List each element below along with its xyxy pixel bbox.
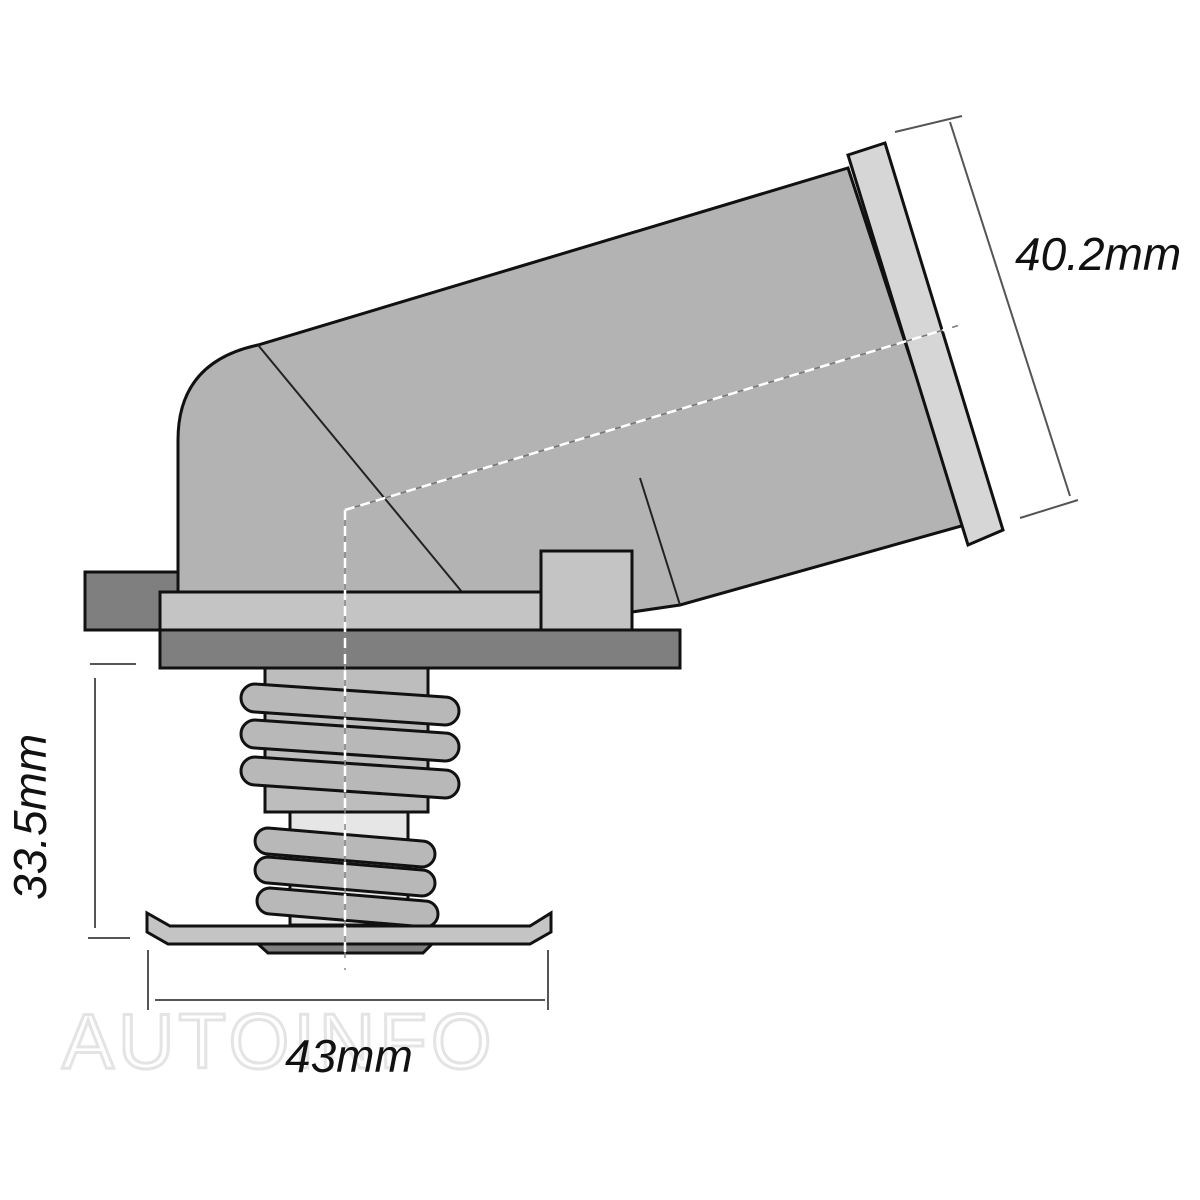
base-diameter-label: 43mm (285, 1030, 413, 1082)
outlet-diameter-label: 40.2mm (1015, 228, 1181, 280)
spring-coil (239, 718, 461, 763)
center-lines (343, 323, 961, 970)
spring-coil (239, 682, 461, 727)
housing-seam-line (257, 344, 463, 593)
mounting-plate-dark (158, 628, 682, 670)
outlet-flange (846, 141, 1005, 548)
spring-coil (239, 755, 461, 800)
valve-disc (145, 910, 553, 946)
spring-height-label: 33.5mm (4, 734, 56, 900)
mounting-plate-light (158, 590, 543, 632)
housing-rib-line (639, 477, 681, 606)
dimension-lines (88, 115, 1079, 1010)
watermark-logo: AUTOINFO (62, 997, 496, 1085)
mounting-boss (539, 549, 634, 632)
outlet-dimension-line (949, 121, 1071, 497)
